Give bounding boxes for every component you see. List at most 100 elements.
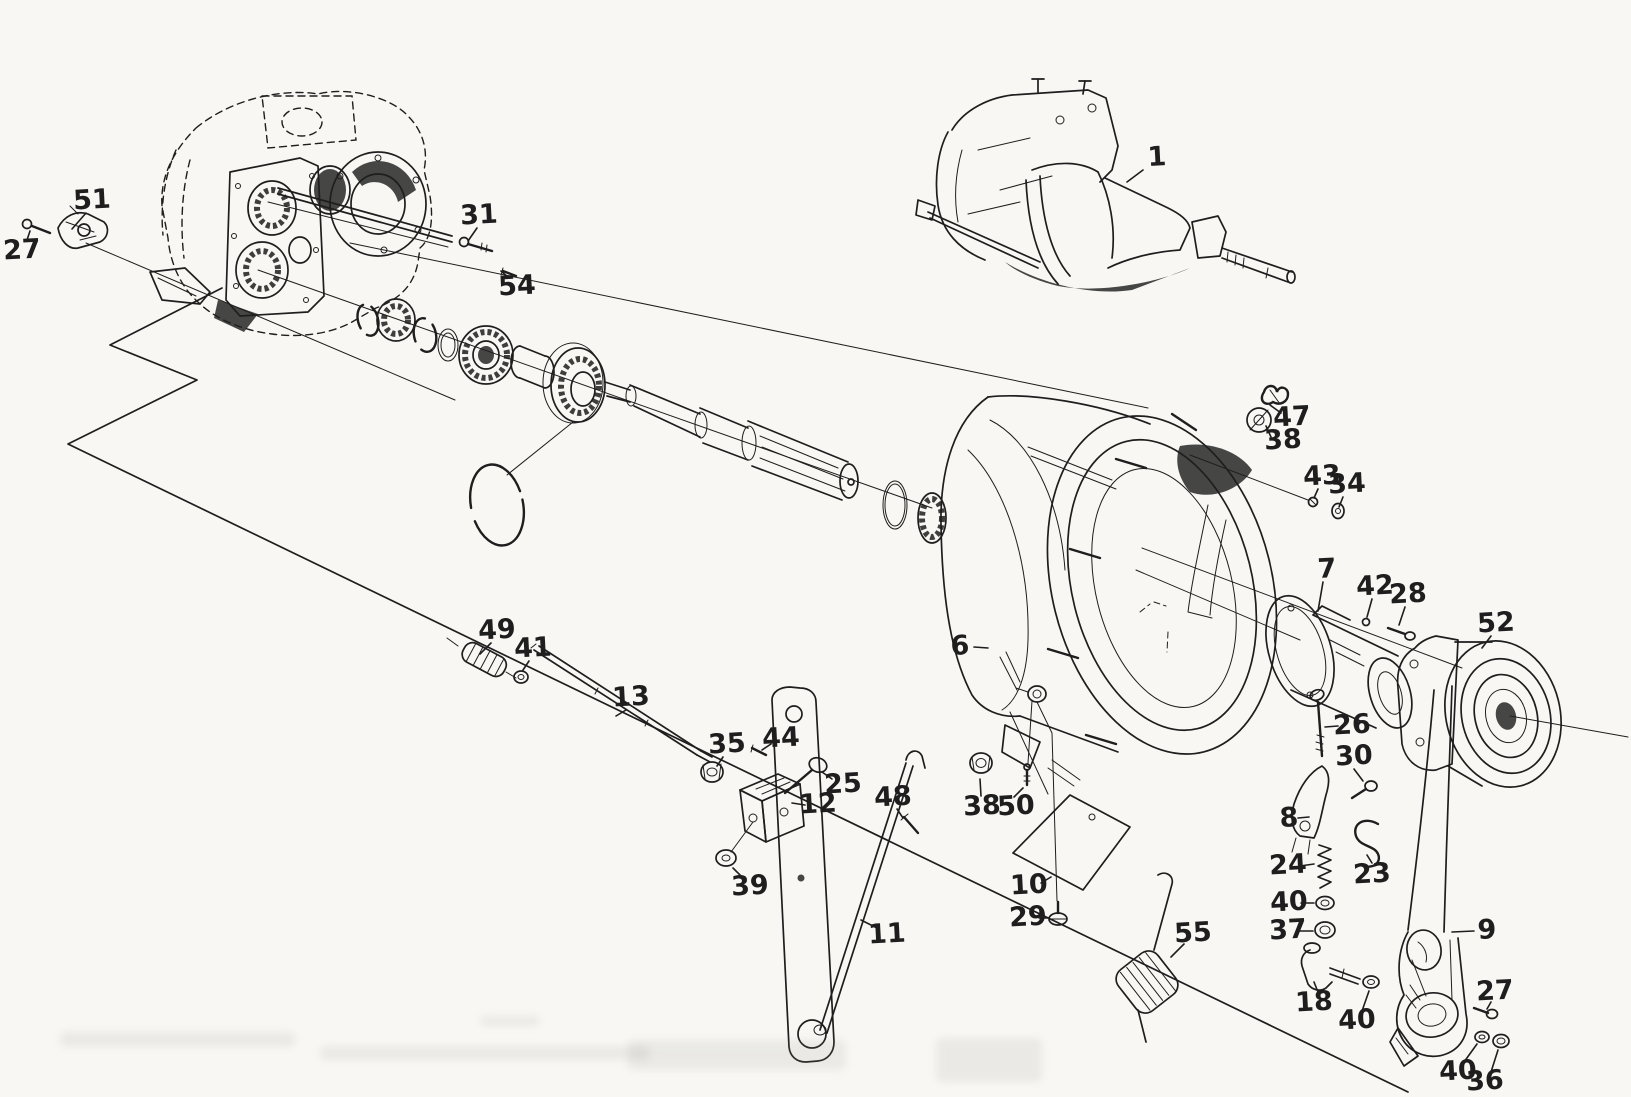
leader-line-13	[616, 710, 626, 716]
part-number-label-13: 13	[611, 681, 650, 714]
leader-line-10	[1041, 877, 1051, 883]
leader-line-9	[1452, 931, 1474, 932]
part-number-label-6: 6	[950, 630, 970, 662]
part-number-label-50: 50	[996, 790, 1035, 823]
leader-line-12	[792, 803, 805, 805]
leader-line-25	[822, 772, 832, 779]
part-number-label-29: 29	[1008, 901, 1047, 934]
gearbox-case	[150, 91, 452, 335]
linkage-left	[447, 638, 925, 1062]
leader-line-38	[980, 779, 981, 796]
part-number-label-12: 12	[798, 788, 837, 821]
input-shaft-parts	[354, 238, 946, 551]
leader-line-28	[1399, 607, 1405, 625]
part-number-label-36: 36	[1465, 1065, 1504, 1097]
part-number-label-43: 43	[1302, 460, 1341, 493]
part-number-label-9: 9	[1477, 914, 1497, 946]
leader-line-35	[717, 757, 723, 766]
part-number-label-18: 18	[1294, 986, 1333, 1019]
hardware-mid	[970, 753, 1183, 1042]
bracket-51	[23, 206, 108, 248]
part-number-label-54: 54	[497, 270, 536, 303]
part-number-label-25: 25	[823, 768, 862, 801]
leader-line-51	[72, 213, 86, 229]
spring-49-coil	[459, 639, 509, 679]
part-number-label-44: 44	[761, 722, 800, 755]
leader-line-38	[1266, 426, 1271, 437]
leader-line-30	[1354, 769, 1363, 781]
scan-smudge	[320, 1046, 650, 1060]
part-number-label-51: 51	[72, 184, 111, 217]
part-number-label-8: 8	[1279, 802, 1299, 834]
part-number-label-52: 52	[1476, 607, 1515, 640]
part-number-label-31: 31	[459, 199, 498, 232]
part-number-label-42: 42	[1355, 570, 1394, 603]
leader-line-7	[1318, 582, 1323, 611]
leader-line-27	[1487, 1002, 1491, 1009]
leader-line-36	[1491, 1050, 1498, 1072]
scan-smudge	[936, 1038, 1042, 1082]
spring-55-coil	[1111, 946, 1182, 1018]
release-bearing	[1398, 628, 1577, 799]
leader-line-49	[480, 643, 491, 654]
leader-line-11	[861, 920, 877, 928]
part-number-label-27: 27	[1475, 975, 1514, 1008]
part-number-label-55: 55	[1173, 917, 1212, 950]
leader-line-39	[733, 868, 742, 877]
part-number-label-39: 39	[730, 870, 769, 903]
leader-line-43	[1314, 489, 1318, 498]
leader-line-34	[1339, 497, 1343, 507]
part-number-label-48: 48	[873, 781, 912, 814]
leader-line-6	[974, 647, 988, 648]
part-number-label-40: 40	[1337, 1004, 1376, 1037]
part-number-label-11: 11	[867, 918, 906, 951]
part-number-label-10: 10	[1009, 869, 1048, 902]
clutch-fork	[1390, 686, 1467, 1066]
part-number-label-7: 7	[1317, 553, 1337, 585]
leader-line-50	[1014, 788, 1023, 797]
part-number-label-30: 30	[1334, 740, 1373, 773]
part-number-label-23: 23	[1352, 858, 1391, 891]
front-cover	[1254, 587, 1420, 733]
part-number-label-34: 34	[1327, 468, 1366, 501]
section-lines	[68, 243, 1628, 1092]
leader-line-40	[1362, 991, 1369, 1011]
part-number-label-28: 28	[1388, 578, 1427, 611]
leader-line-31	[468, 228, 477, 241]
part-number-label-49: 49	[477, 614, 516, 647]
part-number-label-37: 37	[1268, 914, 1307, 947]
clutch-housing	[941, 391, 1310, 786]
part-number-label-40: 40	[1438, 1055, 1477, 1088]
leader-line-47	[1270, 405, 1281, 413]
leader-line-48	[897, 809, 903, 818]
leader-line-27	[27, 231, 30, 240]
leader-line-42	[1367, 599, 1372, 617]
part-number-label-27: 27	[2, 234, 41, 267]
part-number-label-38: 38	[1263, 424, 1302, 457]
leader-line-18	[1314, 982, 1318, 992]
leader-line-23	[1367, 855, 1372, 863]
leader-line-44	[762, 744, 771, 750]
leader-line-1	[1127, 170, 1143, 182]
leader-line-26	[1325, 726, 1338, 727]
assembled-transmission	[916, 79, 1295, 292]
scan-smudge	[628, 1040, 846, 1070]
part-number-label-38: 38	[962, 790, 1001, 823]
scan-smudge	[60, 1032, 295, 1047]
housing-studs	[1048, 414, 1196, 744]
scan-smudge	[480, 1016, 540, 1026]
leader-line-8	[1298, 817, 1309, 818]
part-number-label-47: 47	[1272, 401, 1311, 434]
part-number-label-41: 41	[513, 632, 552, 665]
leader-line-54	[501, 271, 509, 278]
part-number-label-40: 40	[1269, 886, 1308, 919]
leader-line-40	[1464, 1044, 1477, 1062]
leader-line-41	[523, 661, 529, 670]
leader-line-24	[1300, 864, 1314, 866]
leader-line-55	[1171, 944, 1184, 957]
part-number-label-35: 35	[707, 728, 746, 761]
part-number-label-24: 24	[1268, 849, 1307, 882]
part-number-label-1: 1	[1147, 141, 1167, 173]
hardware-top	[1247, 386, 1344, 519]
